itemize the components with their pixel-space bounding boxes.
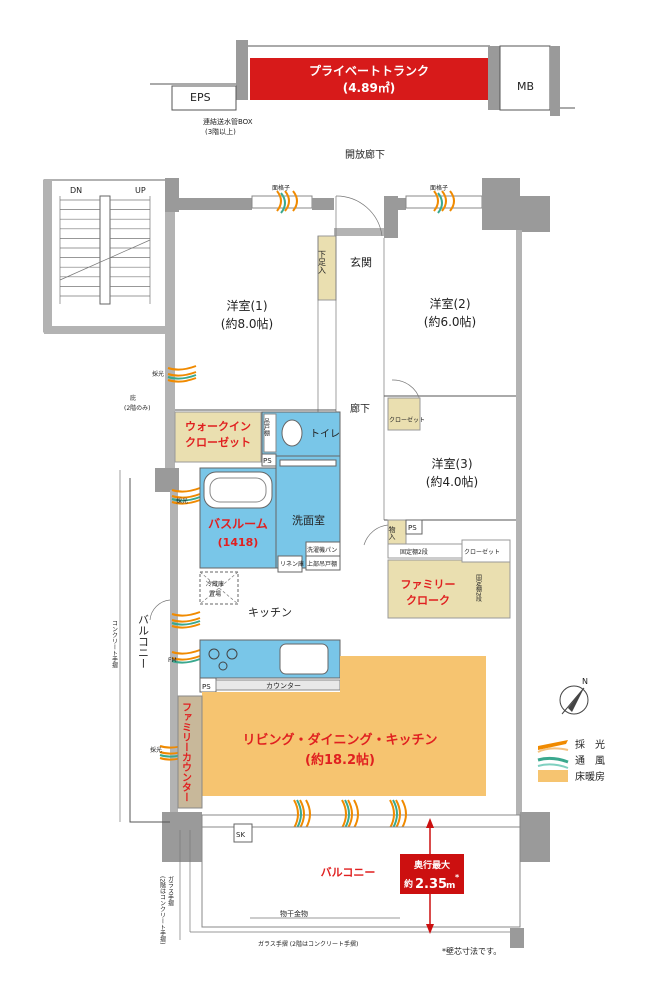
mb-label: MB (517, 80, 534, 93)
depth-mark: * (455, 873, 460, 882)
water-box-label: 連結送水管BOX (203, 117, 253, 126)
fridge-label-2: 置場 (209, 590, 221, 598)
ps-label-1: PS (263, 457, 272, 465)
closet-room3 (387, 397, 421, 431)
shoe-box-label: 下足入 (318, 250, 327, 274)
light-label-3: 採光 (150, 746, 162, 754)
storage-label: 物入 (388, 525, 396, 540)
closet-room3-label: クローゼット (389, 416, 425, 424)
footnote: *壁芯寸法です。 (442, 946, 501, 956)
top-strip: プライベートトランク (4.89㎡) MB EPS 連結送水管BOX (3階以上… (150, 40, 575, 161)
fridge-label-1: 冷蔵庫 (206, 580, 224, 588)
vent-indicators: 面格子 面格子 採光 採光 FM 採光 (150, 184, 455, 829)
walkin-closet-label-1: ウォークイン (185, 420, 251, 433)
family-cloak-closet-label: クローゼット (464, 548, 500, 556)
concrete-rail-label: コンクリート手摺 (111, 620, 118, 669)
bottom-balcony: SK バルコニー 物干金物 ガラス手摺 (2階はコンクリート手摺) ガラス手摺 … (159, 818, 524, 956)
room1-label: 洋室(1) (227, 298, 268, 313)
depth-prefix: 約 (404, 878, 413, 890)
legend-floor-heating-label: 床暖房 (575, 770, 605, 783)
glass-rail-bottom-label: ガラス手摺 (2階はコンクリート手摺) (258, 940, 358, 948)
family-cloak-label-2: クローク (406, 594, 450, 607)
walls (155, 178, 550, 862)
open-corridor-label: 開放廊下 (345, 148, 385, 161)
stairs: DN UP (43, 179, 167, 334)
light-label-1: 採光 (152, 370, 164, 378)
side-balcony: 庇 (2階のみ) バルコニー コンクリート手摺 (111, 394, 171, 823)
counter-label: カウンター (266, 681, 301, 690)
compass-label: N (582, 677, 588, 686)
upper-cabinet-label: 上部吊戸棚 (307, 560, 337, 568)
vent-label-1: 面格子 (272, 184, 290, 192)
stairs-down-label: DN (70, 186, 82, 195)
depth-value: 2.35 (415, 877, 447, 892)
bathroom-label: バスルーム (208, 517, 268, 531)
rooms: 洋室(1) (約8.0帖) 洋室(2) (約6.0帖) 洋室(3) (約4.0帖… (221, 250, 478, 489)
glass-rail-left-label-1: ガラス手摺 (167, 875, 174, 907)
niwa-label: 庇 (130, 394, 136, 402)
hallway-label: 廊下 (350, 402, 370, 415)
toilet-label: トイレ (310, 429, 340, 440)
vent-label-2: 面格子 (430, 184, 448, 192)
room1-size: (約8.0帖) (221, 316, 273, 331)
legend-light-icon (538, 740, 568, 750)
fixed-shelf-label-1: 固定棚2段 (400, 548, 428, 556)
washroom-label: 洗面室 (292, 513, 325, 527)
walkin-closet (174, 411, 262, 463)
legend-wind-icon (537, 756, 569, 764)
room2-size: (約6.0帖) (424, 314, 476, 329)
glass-rail-left-label-2: (2階はコンクリート手摺) (159, 876, 166, 945)
ldk-floor-heating (202, 656, 486, 796)
compass (559, 685, 589, 715)
linen-label: リネン庫 (280, 560, 304, 568)
stairs-up-label: UP (135, 186, 146, 195)
water-box-note: (3階以上) (205, 127, 236, 136)
legend-wind-label: 通 風 (575, 755, 605, 767)
mb-box (499, 45, 551, 111)
light-label-2: 採光 (176, 497, 188, 505)
depth-title: 奥行最大 (413, 859, 450, 871)
bathroom-size: (1418) (218, 536, 259, 549)
depth-box (400, 854, 464, 894)
ldk-label: リビング・ダイニング・キッチン (242, 732, 437, 748)
entrance-label: 玄関 (350, 255, 372, 269)
private-trunk-label: プライベートトランク (309, 63, 429, 78)
niwa-note: (2階のみ) (124, 404, 151, 412)
legend-floor-heating-swatch (538, 770, 568, 782)
entrance-door (335, 195, 383, 237)
bottom-balcony-label: バルコニー (321, 866, 376, 879)
room3-label: 洋室(3) (432, 456, 473, 471)
eps-box (171, 85, 237, 111)
eps-label: EPS (190, 91, 211, 104)
laundry-hanger-label: 物干金物 (280, 909, 308, 918)
toilet-storage-label: 吊戸棚 (263, 418, 270, 437)
family-cloak-label-1: ファミリー (401, 578, 456, 591)
fixed-shelf-label-2: 固定棚2段 (475, 574, 482, 603)
family-cloak (387, 559, 511, 619)
laundry-pan-label: 洗濯機パン (307, 546, 337, 554)
sk-label: SK (236, 831, 245, 839)
fm-label: FM (168, 657, 177, 664)
ps-label-3: PS (408, 524, 417, 532)
room2-label: 洋室(2) (430, 296, 471, 311)
private-trunk (250, 58, 488, 100)
legend: N 採 光 通 風 床暖房 (537, 677, 605, 783)
room3-size: (約4.0帖) (426, 474, 478, 489)
kitchen-label: キッチン (248, 606, 292, 619)
ps-label-2: PS (202, 683, 211, 691)
depth-unit: m (446, 881, 455, 891)
side-balcony-label: バルコニー (137, 614, 150, 669)
walkin-closet-label-2: クローゼット (185, 435, 251, 449)
private-trunk-area: (4.89㎡) (343, 80, 396, 95)
family-counter (177, 695, 203, 809)
legend-light-label: 採 光 (575, 738, 605, 751)
family-counter-label: ファミリーカウンター (180, 702, 192, 802)
ldk-size: (約18.2帖) (305, 752, 375, 768)
